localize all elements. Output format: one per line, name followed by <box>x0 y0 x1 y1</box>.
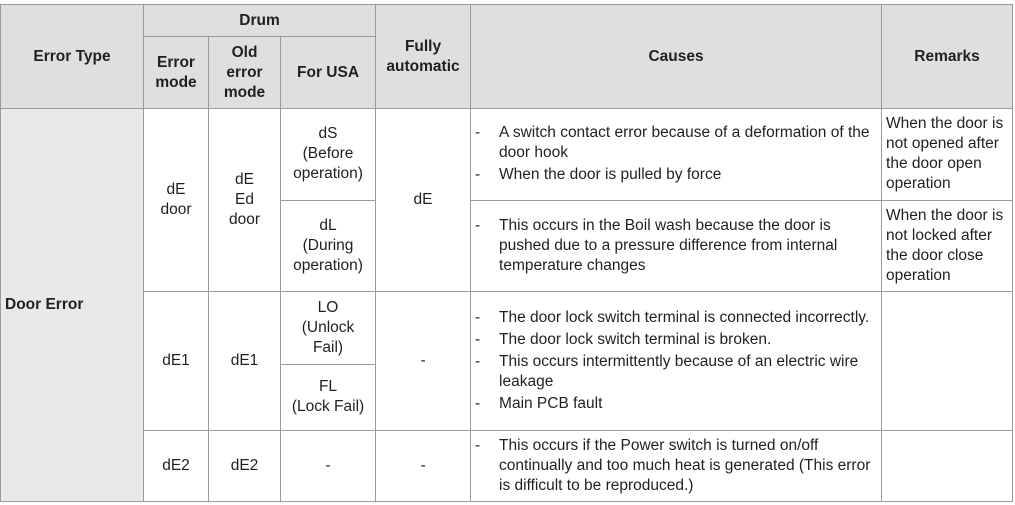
causes-list: This occurs if the Power switch is turne… <box>475 436 877 496</box>
table-row: dL (During operation) This occurs in the… <box>1 199 1014 292</box>
cell-line: dL <box>319 216 337 234</box>
cell-line: dE <box>235 170 254 188</box>
remarks-cell: When the door is not opened after the do… <box>881 108 1014 201</box>
old-error-mode-cell: dE1 <box>208 290 281 432</box>
remarks-cell <box>881 430 1014 502</box>
cell-line: FL <box>318 378 338 396</box>
cause-item: A switch contact error because of a defo… <box>475 123 877 163</box>
cause-item: This occurs intermittently because of an… <box>475 352 877 392</box>
cause-item: This occurs in the Boil wash because the… <box>475 216 877 276</box>
cell-line: operation) <box>293 165 363 183</box>
cell-line: (Before <box>302 145 354 163</box>
old-error-mode-cell: dE2 <box>208 430 281 502</box>
causes-cell: A switch contact error because of a defo… <box>470 108 883 201</box>
fully-automatic-cell: - <box>375 290 472 432</box>
cell-line: LO <box>317 298 339 316</box>
cell-line: (Unlock <box>301 318 355 336</box>
causes-list: The door lock switch terminal is connect… <box>475 308 877 414</box>
fully-automatic-cell: - <box>375 430 472 502</box>
causes-cell: This occurs in the Boil wash because the… <box>470 199 883 292</box>
old-error-mode-cell: dE Ed door <box>208 108 281 292</box>
causes-list: This occurs in the Boil wash because the… <box>475 216 877 276</box>
table-row: FL (Lock Fail) <box>1 363 1013 432</box>
cell-line: door <box>228 210 261 228</box>
cause-item: The door lock switch terminal is broken. <box>475 330 877 350</box>
cell-line: dS <box>318 125 338 143</box>
cell-line: dE <box>166 180 186 198</box>
header-error-type: Error Type <box>0 4 144 109</box>
cause-item: This occurs if the Power switch is turne… <box>475 436 877 496</box>
cell-line: Fail) <box>312 338 344 356</box>
cell-line: operation) <box>293 256 363 274</box>
cell-line: Ed <box>235 190 254 208</box>
error-code-table: Error Type Drum Fully automatic Causes R… <box>0 4 1014 502</box>
error-mode-cell: dE2 <box>143 430 209 502</box>
header-old-error-mode: Old error mode <box>208 36 281 109</box>
table-row: Door Error dE door dE Ed door dS (Before… <box>0 108 1014 502</box>
header-drum: Drum <box>142 4 377 37</box>
cause-item: The door lock switch terminal is connect… <box>475 308 877 328</box>
header-fully-automatic-text: Fully automatic <box>386 37 460 75</box>
header-remarks: Remarks <box>881 4 1014 109</box>
causes-list: A switch contact error because of a defo… <box>475 123 877 185</box>
fully-automatic-cell: dE <box>375 108 472 292</box>
for-usa-cell: LO (Unlock Fail) <box>279 290 377 365</box>
cell-line: (During <box>302 236 354 254</box>
remarks-cell: When the door is not locked after the do… <box>881 199 1014 292</box>
cause-item: Main PCB fault <box>475 394 877 414</box>
error-mode-cell: dE door <box>143 108 209 292</box>
for-usa-cell: dL (During operation) <box>279 199 377 292</box>
error-type-cell: Door Error <box>0 108 144 502</box>
header-fully-automatic: Fully automatic <box>375 4 472 109</box>
causes-cell: The door lock switch terminal is connect… <box>470 290 883 432</box>
header-causes: Causes <box>470 4 883 109</box>
table-row: dE1 dE1 LO (Unlock Fail) - The door lock… <box>1 290 1014 432</box>
causes-cell: This occurs if the Power switch is turne… <box>470 430 883 502</box>
for-usa-cell: FL (Lock Fail) <box>279 363 377 432</box>
cell-line: (Lock Fail) <box>291 398 365 416</box>
remarks-cell <box>881 290 1014 432</box>
header-error-mode: Error mode <box>143 36 209 109</box>
header-for-usa: For USA <box>279 36 377 109</box>
table-row: dE2 dE2 - - This occurs if the Power swi… <box>1 430 1014 502</box>
cause-item: When the door is pulled by force <box>475 165 877 185</box>
for-usa-cell: - <box>279 430 377 502</box>
error-mode-cell: dE1 <box>143 290 209 432</box>
for-usa-cell: dS (Before operation) <box>279 108 377 201</box>
cell-line: door <box>160 200 192 218</box>
